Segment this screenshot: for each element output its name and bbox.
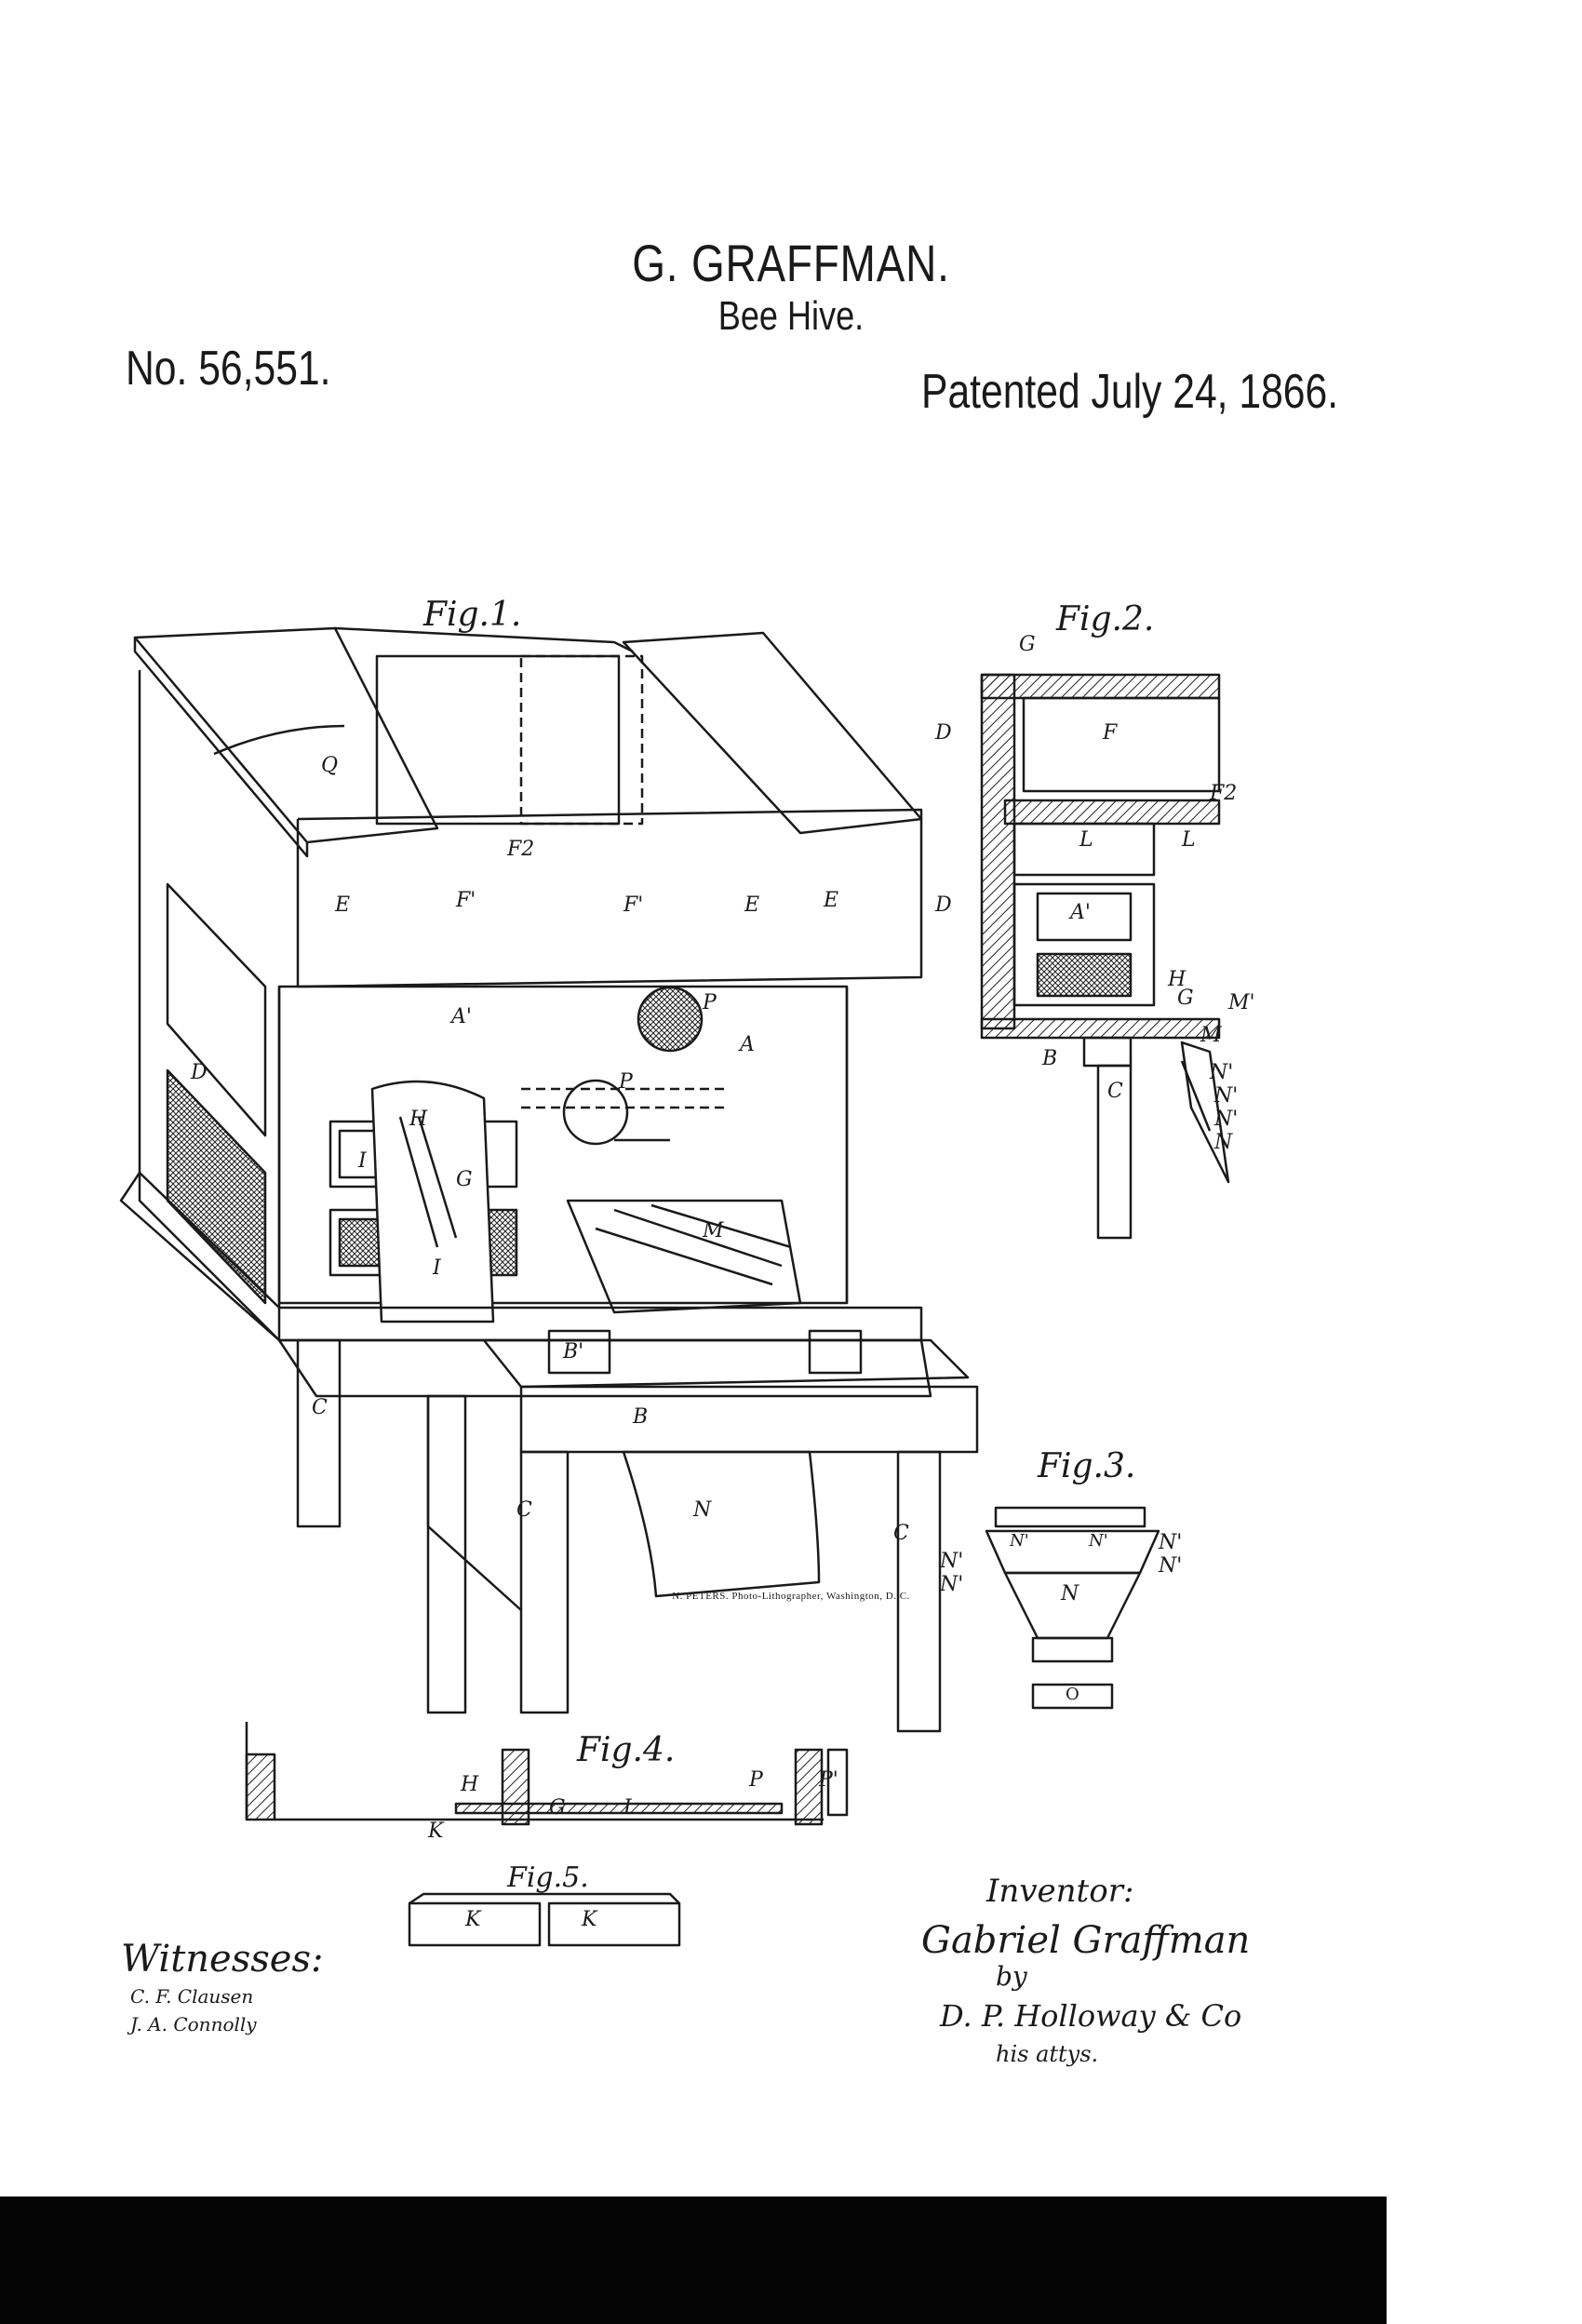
- fig2-label-g: G: [1019, 633, 1036, 656]
- fig2-label-n-prime-1: N': [1210, 1061, 1234, 1084]
- fig2-label-n-prime-2: N': [1214, 1084, 1239, 1108]
- fig2-label-d-mid: D: [935, 893, 952, 917]
- fig1-drawing: [119, 626, 979, 1733]
- fig1-label-n: N: [693, 1498, 712, 1522]
- fig1-label-e-right: E: [824, 889, 839, 912]
- fig4-drawing: [245, 1722, 849, 1826]
- fig4-label-g: G: [549, 1796, 566, 1820]
- fig2-label-n-prime-3: N': [1214, 1108, 1239, 1131]
- fig4-title: Fig.4.: [577, 1731, 676, 1769]
- fig3-label-n-prime-right-1: N': [1159, 1531, 1183, 1554]
- inventor-by: by: [996, 1961, 1027, 1992]
- fig1-title: Fig.1.: [423, 596, 522, 634]
- fig2-label-m-prime: M': [1228, 991, 1255, 1014]
- witness-name-2: J. A. Connolly: [130, 2013, 257, 2035]
- fig3-label-n-prime-top-left: N': [1010, 1531, 1029, 1551]
- fig2-drawing: [980, 673, 1230, 1240]
- fig5-label-k-right: K: [582, 1908, 597, 1931]
- scan-edge-bar: [0, 2196, 1387, 2324]
- inventor-attorney-role: his attys.: [996, 2041, 1099, 2067]
- fig2-label-m: M: [1200, 1024, 1222, 1047]
- fig1-label-g: G: [456, 1168, 473, 1191]
- fig3-label-n-prime-right-2: N': [1159, 1554, 1183, 1578]
- patent-date: Patented July 24, 1866.: [921, 365, 1339, 419]
- fig1-label-a: A: [740, 1033, 755, 1056]
- fig3-drawing: [985, 1506, 1160, 1710]
- fig2-label-f: F: [1103, 721, 1118, 745]
- fig1-label-a-prime: A': [451, 1005, 472, 1028]
- witness-name-1: C. F. Clausen: [130, 1985, 254, 2008]
- fig4-label-i: I: [623, 1796, 632, 1820]
- fig1-label-c-left: C: [312, 1396, 328, 1419]
- fig5-title: Fig.5.: [507, 1861, 589, 1894]
- fig1-label-f2: F2: [507, 838, 535, 861]
- fig2-label-n: N: [1214, 1131, 1233, 1154]
- fig1-label-b: B: [633, 1405, 649, 1429]
- fig2-label-h: H: [1168, 968, 1186, 991]
- inventor-name: G. GRAFFMAN.: [632, 234, 950, 292]
- fig4-label-p: P: [749, 1768, 763, 1792]
- fig1-label-p-mid: P: [619, 1070, 633, 1094]
- fig1-label-h: H: [409, 1108, 428, 1131]
- fig2-label-d-top: D: [935, 721, 952, 745]
- fig3-title: Fig.3.: [1038, 1447, 1136, 1485]
- inventor-attorney: D. P. Holloway & Co: [940, 1998, 1242, 2034]
- inventor-signature: Gabriel Graffman: [921, 1919, 1251, 1962]
- fig2-label-g-small: G: [1177, 987, 1194, 1010]
- fig2-title: Fig.2.: [1056, 600, 1155, 638]
- fig4-label-h: H: [461, 1773, 479, 1796]
- fig1-label-q: Q: [321, 754, 339, 777]
- fig1-label-c-mid: C: [516, 1498, 532, 1522]
- fig3-label-n-prime-left: N': [940, 1550, 964, 1573]
- fig1-label-b-prime: B': [563, 1340, 584, 1364]
- fig2-label-l-right: L: [1182, 828, 1196, 852]
- fig1-label-p-top: P: [703, 991, 717, 1014]
- witnesses-heading: Witnesses:: [121, 1938, 324, 1981]
- fig1-label-e-left: E: [335, 893, 351, 917]
- fig1-label-f-prime-mid: F': [623, 893, 644, 917]
- inventor-heading: Inventor:: [986, 1873, 1134, 1910]
- fig1-label-i-top: I: [358, 1149, 367, 1173]
- fig1-label-f-prime-left: F': [456, 889, 476, 912]
- fig3-label-n-prime-top-right: N': [1089, 1531, 1108, 1551]
- fig3-label-n: N: [1061, 1582, 1079, 1605]
- fig2-label-c: C: [1107, 1080, 1123, 1103]
- fig4-label-k: K: [428, 1820, 444, 1843]
- fig1-label-m: M: [703, 1219, 724, 1243]
- fig5-label-k-left: K: [465, 1908, 481, 1931]
- fig1-label-d: D: [191, 1061, 208, 1084]
- lithographer-credit: N. PETERS. Photo-Lithographer, Washingto…: [672, 1591, 910, 1602]
- fig1-label-e-mid: E: [744, 893, 760, 917]
- fig1-label-c-right: C: [893, 1522, 909, 1545]
- patent-title: Bee Hive.: [717, 293, 865, 339]
- patent-number: No. 56,551.: [126, 342, 331, 396]
- fig3-label-n-prime-left-2: N': [940, 1573, 964, 1596]
- fig1-label-i-bottom: I: [433, 1256, 441, 1280]
- fig4-label-p-prime: P': [819, 1768, 838, 1792]
- fig2-label-b: B: [1042, 1047, 1058, 1070]
- fig2-label-a-prime: A': [1070, 901, 1091, 924]
- fig3-label-o: O: [1066, 1685, 1079, 1704]
- fig2-label-l-left: L: [1079, 828, 1093, 852]
- fig5-drawing: [408, 1892, 681, 1947]
- fig2-label-f2: F2: [1210, 782, 1238, 805]
